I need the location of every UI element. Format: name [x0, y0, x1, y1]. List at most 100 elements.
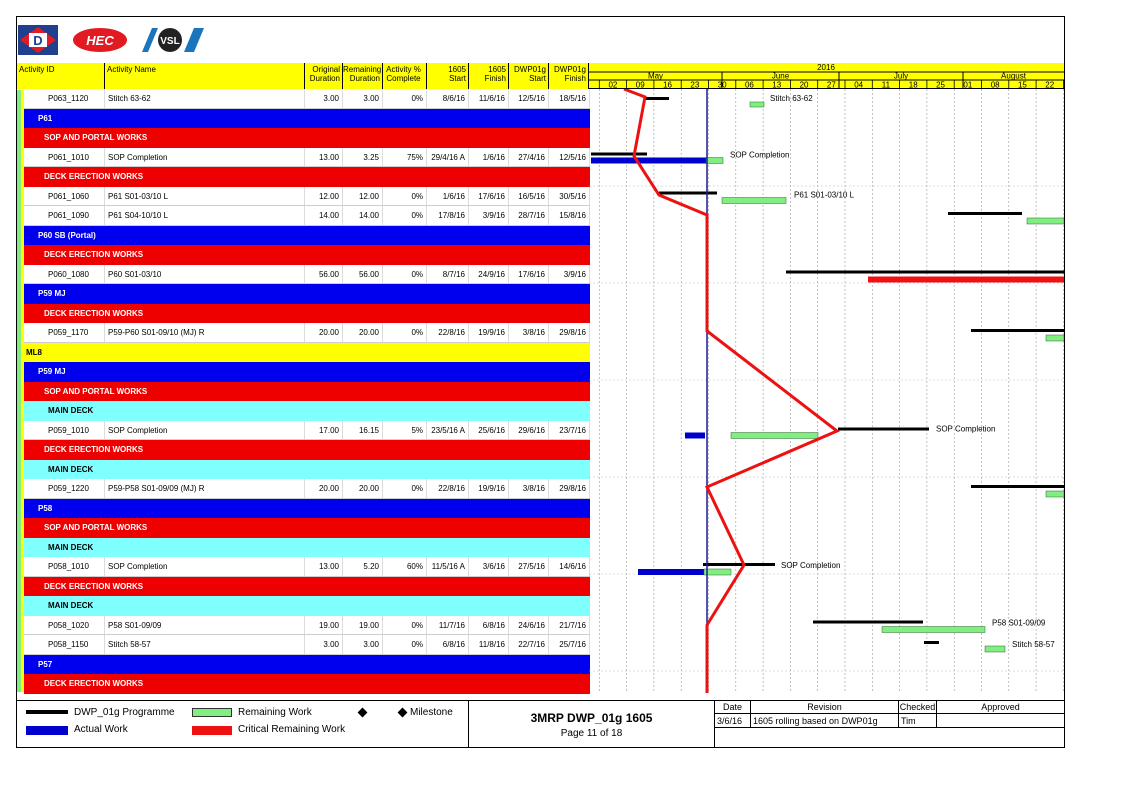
programme-bar[interactable] — [813, 620, 923, 624]
wbs-band-red[interactable]: SOP AND PORTAL WORKS — [24, 381, 590, 401]
wbs-band-yellow[interactable]: ML8 — [24, 342, 590, 362]
dwp-finish-cell: 29/8/16 — [549, 479, 590, 498]
programme-bar[interactable] — [838, 427, 929, 431]
programme-bar[interactable] — [786, 270, 1064, 274]
wbs-band-blue[interactable]: P57 — [24, 654, 590, 674]
dwp-finish-cell: 23/7/16 — [549, 420, 590, 439]
activity-id-cell: P061_1090 — [24, 206, 105, 225]
wbs-band-red[interactable]: SOP AND PORTAL WORKS — [24, 518, 590, 538]
critical-bar[interactable] — [868, 276, 1064, 283]
wbs-band-red[interactable]: DECK ERECTION WORKS — [24, 303, 590, 323]
week-label: 30 — [718, 81, 727, 90]
programme-bar[interactable] — [948, 212, 1022, 215]
wbs-label: SOP AND PORTAL WORKS — [44, 133, 148, 142]
actual-bar[interactable] — [638, 569, 704, 575]
rev-approved — [937, 714, 1064, 728]
programme-bar[interactable] — [703, 563, 775, 566]
remaining-bar[interactable] — [1045, 334, 1065, 342]
remaining-duration-cell: 19.00 — [343, 615, 383, 634]
remaining-duration-cell: 16.15 — [343, 420, 383, 439]
percent-complete-cell: 0% — [383, 264, 427, 283]
col-header-percent-complete[interactable]: Activity %Complete — [383, 63, 427, 89]
dwp-start-cell: 29/6/16 — [509, 420, 549, 439]
wbs-band-red[interactable]: SOP AND PORTAL WORKS — [24, 128, 590, 148]
remaining-bar[interactable] — [730, 432, 819, 439]
start-1605-cell: 22/8/16 — [427, 479, 469, 498]
wbs-label: MAIN DECK — [48, 406, 94, 415]
wbs-band-blue[interactable]: P60 SB (Portal) — [24, 225, 590, 245]
wbs-band-blue[interactable]: P59 MJ — [24, 362, 590, 382]
activity-id-cell: P059_1010 — [24, 420, 105, 439]
activity-name-cell: Stitch 63-62 — [105, 89, 305, 108]
remaining-bar[interactable] — [749, 101, 765, 108]
dwp-start-cell: 28/7/16 — [509, 206, 549, 225]
wbs-label: SOP AND PORTAL WORKS — [44, 523, 148, 532]
wbs-band-red[interactable]: DECK ERECTION WORKS — [24, 576, 590, 596]
remaining-bar[interactable] — [984, 645, 1006, 653]
programme-bar[interactable] — [645, 97, 669, 100]
original-duration-cell: 13.00 — [305, 557, 343, 576]
percent-complete-cell: 75% — [383, 147, 427, 166]
programme-bar[interactable] — [924, 641, 939, 644]
programme-bar[interactable] — [659, 191, 717, 195]
activity-id-cell: P060_1080 — [24, 264, 105, 283]
original-duration-cell: 3.00 — [305, 89, 343, 108]
remaining-bar[interactable] — [703, 568, 732, 576]
activity-name-cell: P59-P58 S01-09/09 (MJ) R — [105, 479, 305, 498]
finish-1605-cell: 6/8/16 — [469, 615, 509, 634]
actual-bar[interactable] — [685, 432, 705, 439]
programme-bar[interactable] — [971, 485, 1064, 488]
remaining-bar[interactable] — [1045, 490, 1065, 498]
activity-id-cell: P063_1120 — [24, 89, 105, 108]
wbs-band-red[interactable]: DECK ERECTION WORKS — [24, 245, 590, 265]
wbs-band-red[interactable]: DECK ERECTION WORKS — [24, 674, 590, 694]
wbs-band-cyan[interactable]: MAIN DECK — [24, 401, 590, 421]
activity-id-cell: P058_1010 — [24, 557, 105, 576]
remaining-duration-cell: 20.00 — [343, 479, 383, 498]
wbs-band-blue[interactable]: P59 MJ — [24, 284, 590, 304]
wbs-band-blue[interactable]: P61 — [24, 108, 590, 128]
wbs-band-blue[interactable]: P58 — [24, 498, 590, 518]
title-block: 3MRP DWP_01g 1605 Page 11 of 18 — [469, 700, 715, 747]
wbs-label: SOP AND PORTAL WORKS — [44, 386, 148, 396]
start-1605-cell: 8/6/16 — [427, 89, 469, 108]
activity-name-cell: P61 S01-03/10 L — [105, 186, 305, 205]
remaining-bar[interactable] — [881, 626, 986, 633]
wbs-band-red[interactable]: DECK ERECTION WORKS — [24, 167, 590, 187]
week-label: 25 — [936, 81, 945, 90]
remaining-bar[interactable] — [705, 157, 724, 164]
wbs-band-cyan[interactable]: MAIN DECK — [24, 596, 590, 616]
col-header-activity-id[interactable]: Activity ID — [17, 63, 105, 89]
rev-date: 3/6/16 — [715, 714, 751, 728]
wbs-band-red[interactable]: DECK ERECTION WORKS — [24, 440, 590, 460]
dwp-start-cell: 27/4/16 — [509, 147, 549, 166]
actual-bar[interactable] — [591, 157, 706, 164]
week-label: 11 — [882, 81, 891, 90]
remaining-bar[interactable] — [721, 197, 787, 204]
gantt-bar-label: SOP Completion — [730, 151, 789, 160]
wbs-band-cyan[interactable]: MAIN DECK — [24, 537, 590, 557]
wbs-band-cyan[interactable]: MAIN DECK — [24, 459, 590, 479]
start-1605-cell: 29/4/16 A — [427, 147, 469, 166]
programme-bar[interactable] — [971, 329, 1064, 332]
col-header-activity-name[interactable]: Activity Name — [105, 63, 305, 89]
programme-bar[interactable] — [591, 152, 647, 156]
remaining-bar[interactable] — [1026, 217, 1065, 225]
